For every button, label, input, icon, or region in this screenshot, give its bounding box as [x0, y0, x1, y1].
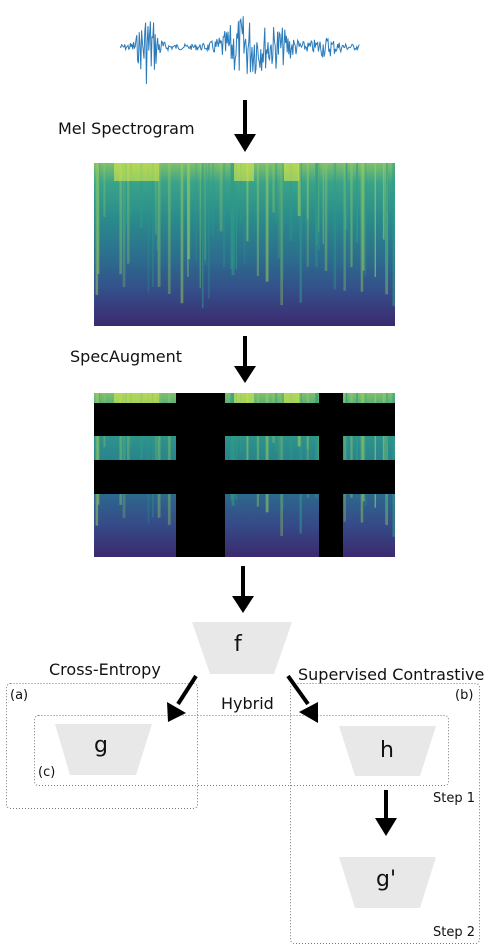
encoder-f-label: f — [234, 632, 242, 657]
frequency-mask-2 — [94, 460, 395, 494]
step-1-label: Step 1 — [433, 791, 476, 806]
hybrid-label: Hybrid — [221, 694, 274, 713]
region-c-label: (c) — [38, 765, 56, 780]
projection-h-label: h — [380, 738, 394, 763]
box-b — [290, 683, 480, 944]
time-mask-2 — [319, 393, 343, 557]
arrow-down-2 — [234, 336, 256, 383]
frequency-mask-1 — [94, 403, 395, 436]
mel-spectrogram-image — [94, 163, 395, 326]
time-mask-1 — [176, 393, 225, 557]
region-a-label: (a) — [10, 688, 29, 703]
classifier-g-prime-module — [339, 857, 436, 908]
audio-waveform — [120, 16, 360, 85]
supervised-contrastive-label: Supervised Contrastive — [298, 665, 485, 684]
cross-entropy-label: Cross-Entropy — [49, 660, 161, 679]
step-2-label: Step 2 — [433, 925, 476, 940]
classifier-g-label: g — [94, 733, 108, 758]
region-b-label: (b) — [455, 688, 474, 703]
waveform-trace — [120, 16, 360, 85]
classifier-g-module — [55, 724, 152, 775]
classifier-g-prime-label: g' — [376, 867, 397, 892]
encoder-f-module — [192, 622, 292, 674]
specaugment-label: SpecAugment — [70, 347, 183, 366]
augmented-spectrogram-image — [94, 393, 395, 557]
projection-h-module — [339, 726, 436, 776]
arrow-down-1 — [234, 100, 256, 152]
mel-spectrogram-label: Mel Spectrogram — [58, 119, 195, 138]
arrow-down-3 — [232, 566, 254, 613]
